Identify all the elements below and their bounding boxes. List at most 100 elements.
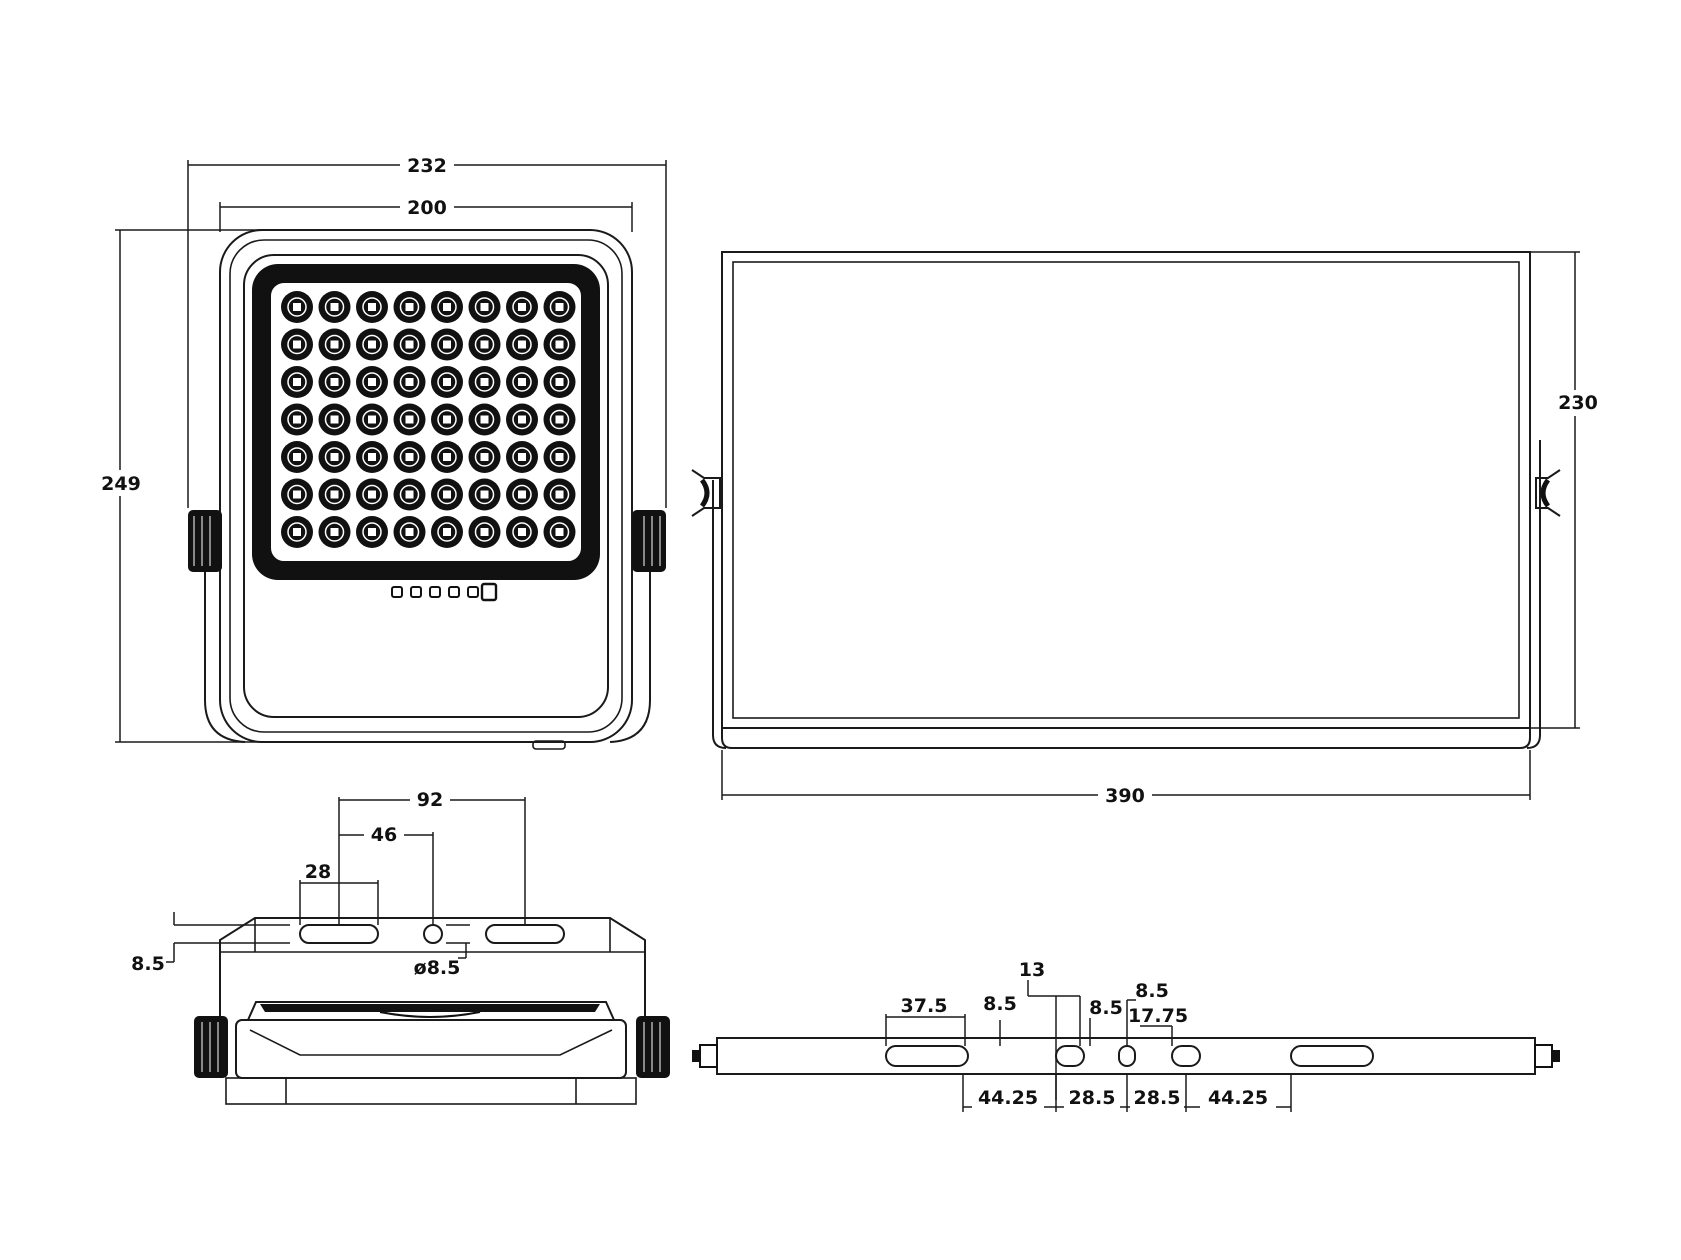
led-icon [393, 478, 426, 511]
strip-slot-right [1290, 1045, 1374, 1067]
right-knob-icon [632, 510, 666, 572]
strip-body [716, 1037, 1536, 1075]
side-body-outer [721, 251, 1531, 729]
dim-strip-slot-length: 37.5 [901, 995, 948, 1017]
indicator-dot [429, 586, 441, 598]
bracket-top-view: 92 46 28 8.5 ø8.5 [131, 786, 670, 1105]
side-left-knob-icon [691, 469, 721, 517]
side-right-arm [1526, 440, 1541, 749]
bracket-left-knob-icon [194, 1016, 228, 1078]
led-icon [431, 291, 463, 323]
bracket-strip-view: 37.5 8.5 13 8.5 8.5 17.75 44.25 28.5 28.… [692, 959, 1560, 1112]
led-icon [431, 366, 463, 398]
side-base [721, 728, 1531, 749]
bracket-slot-left [299, 924, 379, 944]
indicator-row [391, 586, 479, 598]
led-icon [543, 291, 576, 323]
dim-strip-inner-right: 28.5 [1134, 1087, 1181, 1109]
dim-side-length-390: 390 [1105, 785, 1145, 807]
strip-hole-center [1118, 1045, 1136, 1067]
dim-front-width-232: 232 [407, 155, 447, 177]
led-grid [281, 291, 576, 548]
led-icon [506, 516, 538, 548]
led-icon [281, 478, 313, 511]
dim-hole-diameter: ø8.5 [414, 957, 461, 979]
indicator-dot [467, 586, 479, 598]
indicator-dot [391, 586, 403, 598]
led-icon [506, 441, 538, 473]
led-icon [356, 291, 388, 323]
dim-strip-offset-13: 13 [1019, 959, 1045, 981]
led-icon [431, 478, 463, 511]
dim-slot-length-28: 28 [305, 861, 331, 883]
led-icon [318, 478, 351, 511]
led-icon [431, 516, 463, 548]
led-icon [281, 516, 313, 548]
led-icon [281, 403, 313, 436]
dim-strip-outer-right: 44.25 [1208, 1087, 1268, 1109]
led-icon [543, 328, 576, 361]
dim-strip-slot-width-mid: 8.5 [1089, 997, 1123, 1019]
led-icon [356, 328, 388, 361]
led-icon [506, 403, 538, 436]
sensor-icon [480, 582, 498, 602]
bracket-slot-right [485, 924, 565, 944]
dim-strip-slot-width-left: 8.5 [983, 993, 1017, 1015]
fixture-base [235, 1019, 627, 1079]
strip-left-end-icon [692, 1044, 718, 1068]
dim-strip-gap: 17.75 [1128, 1005, 1188, 1027]
dim-side-depth-230: 230 [1558, 392, 1598, 414]
led-icon [431, 441, 463, 473]
led-icon [506, 366, 538, 398]
bracket-hole [423, 924, 443, 944]
led-icon [393, 291, 426, 323]
led-icon [356, 478, 388, 511]
front-housing-inner [229, 239, 623, 733]
left-bracket-arm [204, 572, 246, 743]
led-icon [543, 441, 576, 473]
strip-slot-mid-right [1171, 1045, 1201, 1067]
indicator-dot [410, 586, 422, 598]
strip-right-end-icon [1534, 1044, 1560, 1068]
left-knob-icon [188, 510, 222, 572]
led-icon [318, 328, 351, 361]
led-icon [506, 291, 538, 323]
led-icon [318, 403, 351, 436]
led-icon [356, 516, 388, 548]
bottom-tab [532, 740, 566, 750]
strip-slot-mid-left [1055, 1045, 1085, 1067]
led-icon [431, 403, 463, 436]
led-icon [506, 328, 538, 361]
led-icon [393, 441, 426, 473]
bracket-plate [219, 917, 646, 1060]
strip-slot-left [885, 1045, 969, 1067]
led-icon [468, 478, 501, 511]
led-icon [318, 291, 351, 323]
fixture-base-top [247, 1001, 615, 1021]
led-icon [318, 516, 351, 548]
bracket-right-knob-icon [636, 1016, 670, 1078]
led-icon [393, 328, 426, 361]
led-icon [543, 478, 576, 511]
indicator-dot [448, 586, 460, 598]
led-icon [281, 291, 313, 323]
led-icon [281, 366, 313, 398]
dim-strip-outer-left: 44.25 [978, 1087, 1038, 1109]
dim-slot-width-8-5: 8.5 [131, 953, 165, 975]
led-icon [468, 403, 501, 436]
led-icon [468, 441, 501, 473]
dim-strip-hole: 8.5 [1135, 980, 1169, 1002]
led-icon [281, 328, 313, 361]
dim-front-width-200: 200 [407, 197, 447, 219]
dim-front-height-249: 249 [101, 473, 141, 495]
side-body-inner [732, 261, 1520, 719]
led-icon [543, 366, 576, 398]
dim-slot-spacing-92: 92 [417, 789, 443, 811]
led-icon [543, 516, 576, 548]
led-icon [356, 441, 388, 473]
side-view: 230 390 [691, 251, 1601, 808]
led-icon [281, 441, 313, 473]
dim-strip-inner-left: 28.5 [1069, 1087, 1116, 1109]
led-icon [543, 403, 576, 436]
